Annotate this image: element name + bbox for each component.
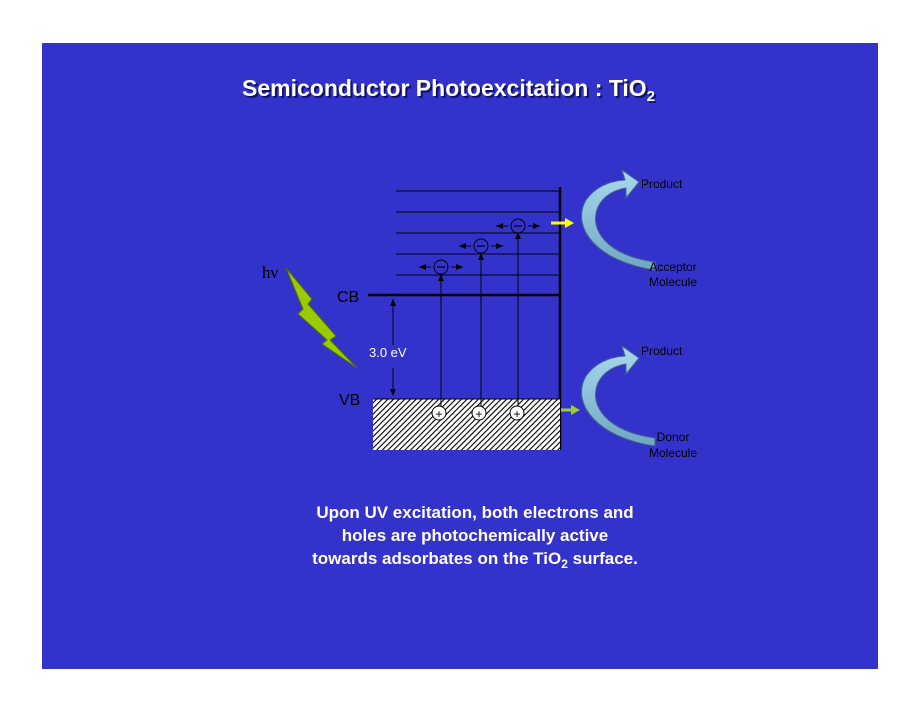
- hole-symbol: +: [475, 407, 482, 421]
- hole: +: [431, 405, 447, 421]
- caption: Upon UV excitation, both electrons and h…: [255, 501, 695, 570]
- hole-icon: [509, 405, 525, 421]
- caption-line-3-end: surface.: [567, 549, 638, 568]
- title-text: Semiconductor Photoexcitation : TiO: [242, 75, 647, 101]
- donor-molecule-line1: Donor: [657, 430, 690, 444]
- donor-molecule-line2: Molecule: [649, 446, 697, 460]
- hole-icon: [471, 405, 487, 421]
- hole: +: [471, 405, 487, 421]
- acceptor-curved-arrow: [581, 168, 656, 271]
- acceptor-product-label: Product: [641, 177, 683, 191]
- acceptor-transfer-arrow: [551, 218, 574, 228]
- lightning-bolt-icon: [285, 267, 358, 369]
- title-subscript: 2: [646, 88, 656, 105]
- caption-subscript: 2: [561, 557, 568, 571]
- donor-product-label: Product: [641, 344, 683, 358]
- hole-symbol: +: [435, 407, 442, 421]
- donor-curved-arrow: [581, 344, 656, 447]
- caption-line-3-text: towards adsorbates on the TiO: [312, 549, 562, 568]
- conduction-band-levels: [396, 190, 560, 276]
- caption-line-1: Upon UV excitation, both electrons and: [316, 503, 634, 522]
- light-label: hν: [262, 263, 279, 282]
- caption-line-3: towards adsorbates on the TiO2 surface.: [255, 547, 695, 570]
- electron: [459, 238, 503, 254]
- hole-symbol: +: [513, 407, 520, 421]
- donor-transfer-arrow: [561, 405, 580, 415]
- hole: +: [509, 405, 525, 421]
- slide-background: [42, 43, 878, 669]
- acceptor-molecule-line2: Molecule: [649, 275, 697, 289]
- acceptor-molecule-line1: Acceptor: [649, 260, 696, 274]
- cb-label: CB: [337, 289, 359, 306]
- vb-label: VB: [339, 392, 360, 409]
- electron: [419, 259, 463, 275]
- hole-icon: [431, 405, 447, 421]
- electron: [496, 218, 540, 234]
- band-gap-label: 3.0 eV: [369, 345, 407, 360]
- caption-line-2: holes are photochemically active: [341, 526, 609, 545]
- slide-title: Semiconductor Photoexcitation : TiO2: [242, 75, 656, 105]
- valence-band-block: [373, 399, 560, 450]
